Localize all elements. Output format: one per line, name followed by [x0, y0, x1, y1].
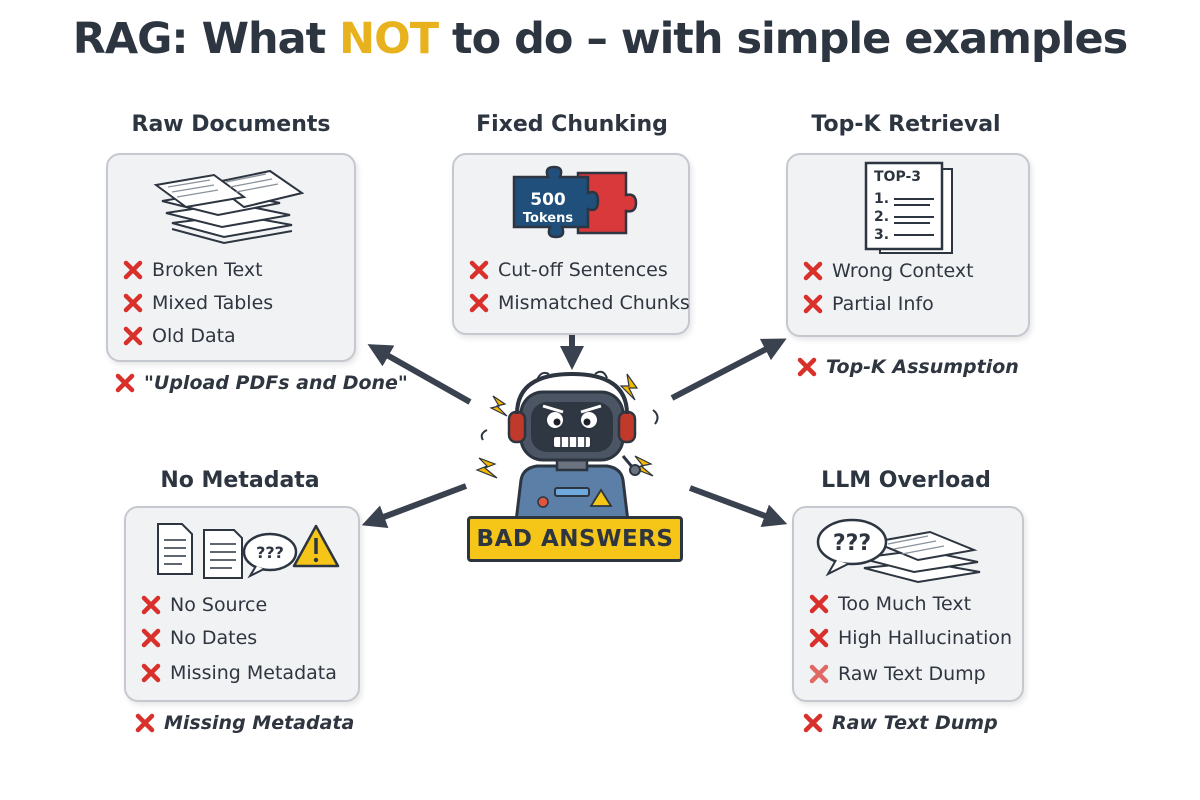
bad-answers-banner: BAD ANSWERS — [467, 516, 683, 562]
cross-icon — [122, 292, 144, 314]
list-number-2: 2. — [874, 209, 889, 225]
fixed-chunking-heading: Fixed Chunking — [476, 112, 668, 137]
cross-icon — [140, 662, 162, 684]
llm-overload-item-3: Raw Text Dump — [808, 663, 986, 685]
ranked-list-icon: TOP-3 1. 2. 3. — [864, 161, 953, 254]
arrow-to-raw-documents — [367, 344, 472, 405]
no-metadata-item-2: No Dates — [140, 627, 257, 649]
item-label: Partial Info — [832, 293, 934, 315]
cross-icon — [114, 372, 136, 394]
page-title: RAG: What NOT to do – with simple exampl… — [0, 14, 1200, 64]
cross-icon — [140, 594, 162, 616]
cross-icon — [134, 712, 156, 734]
item-label: High Hallucination — [838, 627, 1013, 649]
puzzle-number: 500 — [530, 190, 566, 210]
item-label: Missing Metadata — [170, 662, 337, 684]
cross-icon — [468, 259, 490, 281]
list-title: TOP-3 — [874, 169, 921, 185]
fixed-chunking-item-2: Mismatched Chunks — [468, 292, 690, 314]
llm-overload-panel: ??? Too Much Text High Hallucination Raw… — [792, 506, 1024, 702]
item-label: Too Much Text — [838, 593, 972, 615]
confused-robot-icon — [475, 370, 659, 530]
arrow-to-top-k — [670, 338, 787, 401]
no-metadata-note: Missing Metadata — [134, 712, 354, 734]
cross-icon — [802, 293, 824, 315]
raw-documents-panel: Broken Text Mixed Tables Old Data — [106, 153, 356, 362]
no-metadata-panel: ??? No Source No Dates Missing Metadata — [124, 506, 360, 702]
list-number-1: 1. — [874, 191, 889, 207]
no-metadata-item-3: Missing Metadata — [140, 662, 337, 684]
llm-overload-heading: LLM Overload — [821, 468, 991, 493]
item-label: Mismatched Chunks — [498, 292, 690, 314]
cross-icon — [802, 260, 824, 282]
top-k-item-2: Partial Info — [802, 293, 934, 315]
cross-icon — [808, 627, 830, 649]
cross-icon — [122, 325, 144, 347]
item-label: No Dates — [170, 627, 258, 649]
cross-icon — [140, 627, 162, 649]
top-k-heading: Top-K Retrieval — [811, 112, 1001, 137]
raw-documents-item-3: Old Data — [122, 325, 236, 347]
cross-icon — [802, 712, 824, 734]
speech-papers-icon: ??? — [816, 518, 981, 584]
top-k-item-1: Wrong Context — [802, 260, 974, 282]
item-label: Mixed Tables — [152, 292, 274, 314]
arrow-to-no-metadata — [361, 483, 468, 529]
no-metadata-item-1: No Source — [140, 594, 267, 616]
item-label: Broken Text — [152, 259, 263, 281]
fixed-chunking-panel: 500 Tokens Cut-off Sentences Mismatched … — [452, 153, 690, 335]
paper-stack-icon — [153, 169, 305, 245]
bubble-text: ??? — [833, 531, 871, 556]
cross-icon — [808, 593, 830, 615]
puzzle-icon: 500 Tokens — [512, 165, 638, 239]
bubble-text: ??? — [256, 543, 284, 562]
cross-icon — [122, 259, 144, 281]
arrow-to-llm-overload — [688, 485, 788, 528]
item-label: Wrong Context — [832, 260, 974, 282]
raw-documents-item-1: Broken Text — [122, 259, 263, 281]
no-metadata-heading: No Metadata — [160, 468, 320, 493]
llm-overload-note: Raw Text Dump — [802, 712, 998, 734]
title-highlight: NOT — [339, 14, 439, 64]
raw-documents-item-2: Mixed Tables — [122, 292, 273, 314]
fixed-chunking-item-1: Cut-off Sentences — [468, 259, 668, 281]
list-number-3: 3. — [874, 227, 889, 243]
llm-overload-item-2: High Hallucination — [808, 627, 1012, 649]
puzzle-label: Tokens — [523, 211, 573, 226]
item-label: Old Data — [152, 325, 236, 347]
raw-documents-heading: Raw Documents — [131, 112, 331, 137]
llm-overload-item-1: Too Much Text — [808, 593, 971, 615]
cross-icon — [796, 356, 818, 378]
title-part1: RAG: What — [72, 14, 340, 64]
item-label: No Source — [170, 594, 268, 616]
item-label: Cut-off Sentences — [498, 259, 668, 281]
raw-documents-note: "Upload PDFs and Done" — [114, 372, 408, 394]
note-text: "Upload PDFs and Done" — [144, 372, 408, 394]
note-text: Missing Metadata — [164, 712, 355, 734]
note-text: Top-K Assumption — [826, 356, 1019, 378]
cross-icon — [468, 292, 490, 314]
top-k-note: Top-K Assumption — [796, 356, 1019, 378]
note-text: Raw Text Dump — [832, 712, 998, 734]
documents-question-icon: ??? — [157, 523, 340, 579]
top-k-panel: TOP-3 1. 2. 3. Wrong Context Partial Inf… — [786, 153, 1030, 337]
cross-icon — [808, 663, 830, 685]
item-label: Raw Text Dump — [838, 663, 986, 685]
title-part2: to do – with simple examples — [438, 14, 1128, 64]
